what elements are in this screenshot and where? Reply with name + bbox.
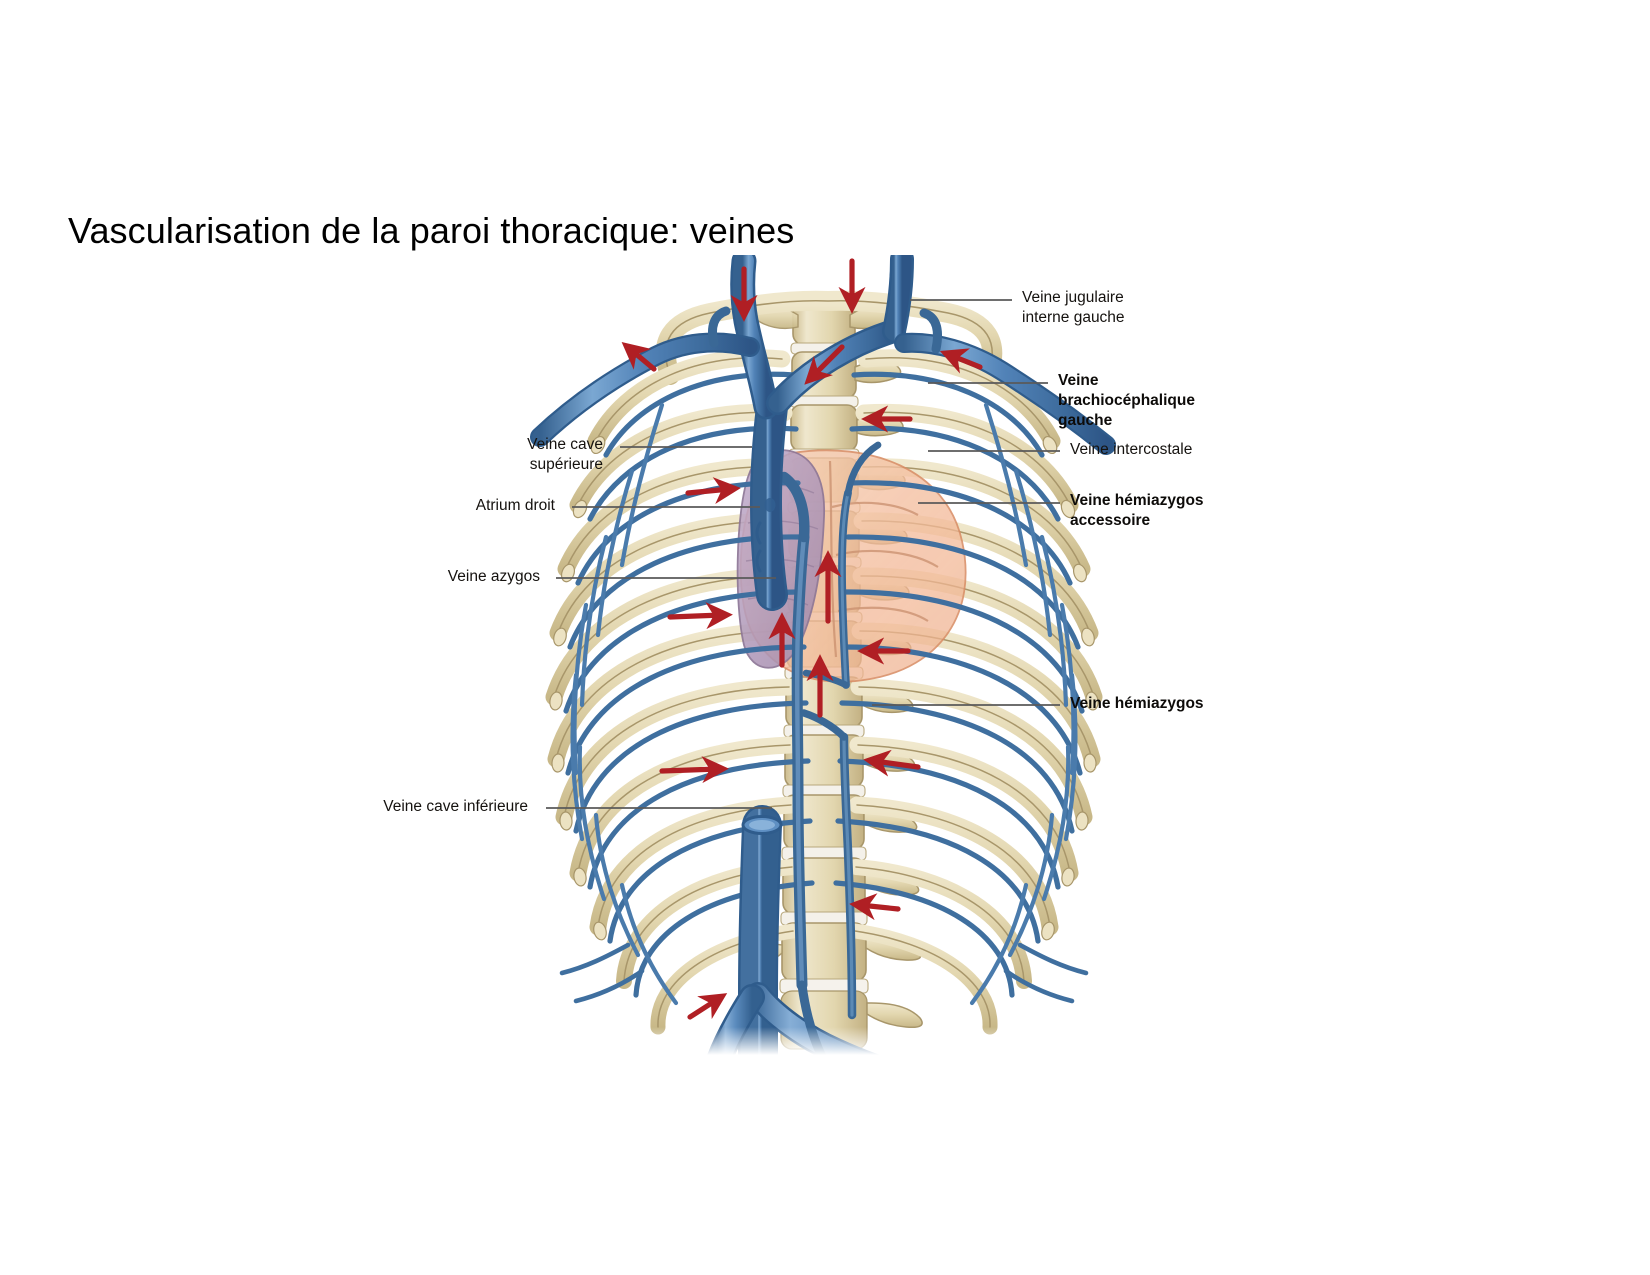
flow-arrows	[621, 258, 983, 1020]
flow-arrow-bottom-right-ic	[687, 993, 728, 1020]
label-atrium-droit: Atrium droit	[475, 497, 555, 514]
flow-arrow-upper-right-ic	[685, 477, 741, 504]
flow-arrow-lbcv-down	[804, 344, 845, 385]
flow-arrow-left-ic-low	[849, 893, 901, 921]
label-veine-hemiazygos: Veine hémiazygos	[1070, 695, 1204, 712]
flow-arrow-rsub-up	[621, 342, 657, 372]
label-veine-azygos: Veine azygos	[447, 568, 540, 585]
page-title: Vascularisation de la paroi thoracique: …	[68, 210, 795, 251]
flow-arrow-lower-right-ic	[659, 756, 729, 784]
flow-arrow-lsub-left	[939, 348, 983, 374]
leader-lines	[546, 299, 1060, 809]
flow-arrow-left-ic-mid	[863, 749, 921, 777]
label-veine-intercostale: Veine intercostale	[1070, 441, 1193, 458]
anatomy-figure: Veine cave supérieure Atrium droit Veine…	[383, 255, 1230, 1055]
label-veine-jugulaire-interne-gauche: Veine jugulaire interne gauche	[1022, 289, 1125, 326]
flow-arrow-mid-right-ic	[667, 602, 733, 630]
label-veine-hemiazygos-accessoire: Veine hémiazygos accessoire	[1070, 492, 1204, 529]
label-veine-brachiocephalique-gauche: Veine brachiocéphalique gauche	[1058, 372, 1195, 429]
label-veine-cave-superieure: Veine cave supérieure	[527, 436, 603, 473]
label-veine-cave-inferieure: Veine cave inférieure	[383, 798, 528, 815]
